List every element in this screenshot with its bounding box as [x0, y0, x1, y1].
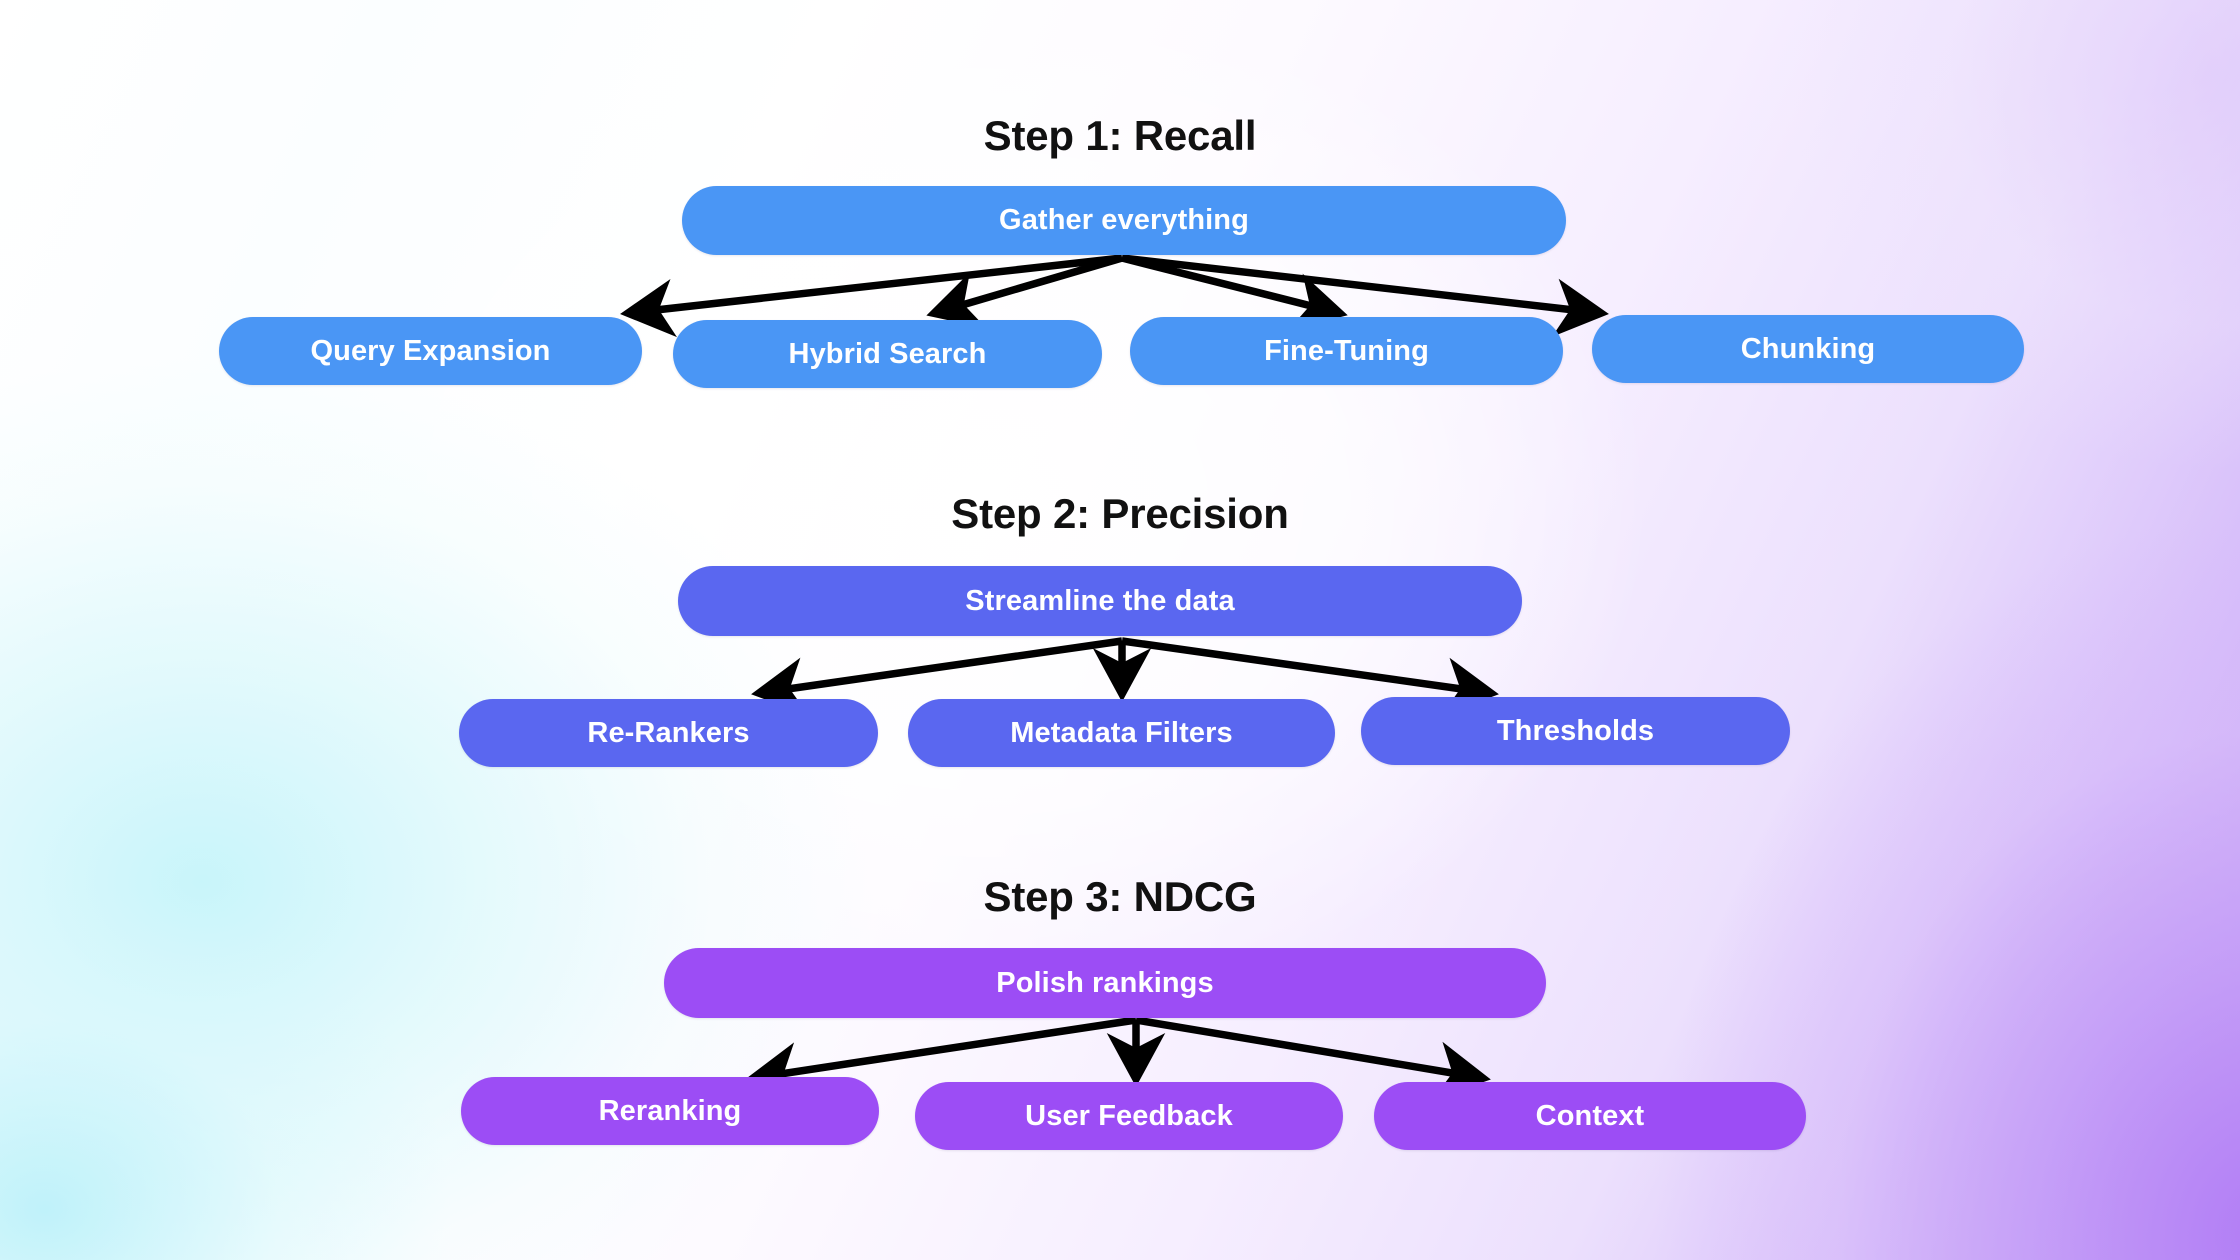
node-gather-everything[interactable]: Gather everything [682, 186, 1566, 255]
node-chunking[interactable]: Chunking [1592, 315, 2024, 383]
node-metadata-filters[interactable]: Metadata Filters [908, 699, 1335, 767]
step-3-connectors [745, 1016, 1491, 1101]
node-fine-tuning-label: Fine-Tuning [1264, 334, 1429, 367]
step-2-title: Step 2: Precision [951, 490, 1289, 537]
step-1-connectors [620, 254, 1609, 338]
edge-polish-to-context [1135, 1016, 1491, 1100]
node-fine-tuning[interactable]: Fine-Tuning [1130, 317, 1563, 385]
node-user-feedback[interactable]: User Feedback [915, 1082, 1343, 1150]
node-query-expansion[interactable]: Query Expansion [219, 317, 642, 385]
step-2-connectors [751, 637, 1499, 716]
edge-gather-to-fine-tuning [1121, 254, 1348, 331]
edge-gather-to-hybrid-search [926, 254, 1124, 329]
node-thresholds[interactable]: Thresholds [1361, 697, 1790, 765]
node-reranking[interactable]: Reranking [461, 1077, 879, 1145]
edge-streamline-to-thresholds [1121, 637, 1499, 716]
edge-gather-to-chunking [1121, 254, 1609, 337]
node-thresholds-label: Thresholds [1496, 714, 1655, 747]
step-3-title: Step 3: NDCG [983, 873, 1257, 920]
node-polish-rankings[interactable]: Polish rankings [664, 948, 1546, 1018]
node-streamline-the-data-label: Streamline the data [965, 584, 1235, 617]
node-streamline-the-data[interactable]: Streamline the data [678, 566, 1522, 636]
edge-streamline-to-re-rankers [751, 637, 1123, 716]
node-query-expansion-label: Query Expansion [310, 334, 551, 367]
node-hybrid-search[interactable]: Hybrid Search [673, 320, 1102, 388]
node-polish-rankings-label: Polish rankings [996, 966, 1214, 999]
node-gather-everything-label: Gather everything [999, 204, 1249, 236]
node-context-label: Context [1535, 1099, 1645, 1132]
node-metadata-filters-label: Metadata Filters [1010, 716, 1233, 749]
edge-gather-to-query-expansion [620, 254, 1123, 338]
node-context[interactable]: Context [1374, 1082, 1806, 1150]
node-hybrid-search-label: Hybrid Search [788, 337, 987, 370]
node-chunking-label: Chunking [1740, 332, 1876, 365]
step-1-title: Step 1: Recall [983, 112, 1257, 159]
edge-polish-to-reranking [745, 1016, 1137, 1101]
node-re-rankers-label: Re-Rankers [587, 716, 750, 749]
node-reranking-label: Reranking [598, 1094, 742, 1127]
node-re-rankers[interactable]: Re-Rankers [459, 699, 878, 767]
node-user-feedback-label: User Feedback [1025, 1099, 1233, 1132]
